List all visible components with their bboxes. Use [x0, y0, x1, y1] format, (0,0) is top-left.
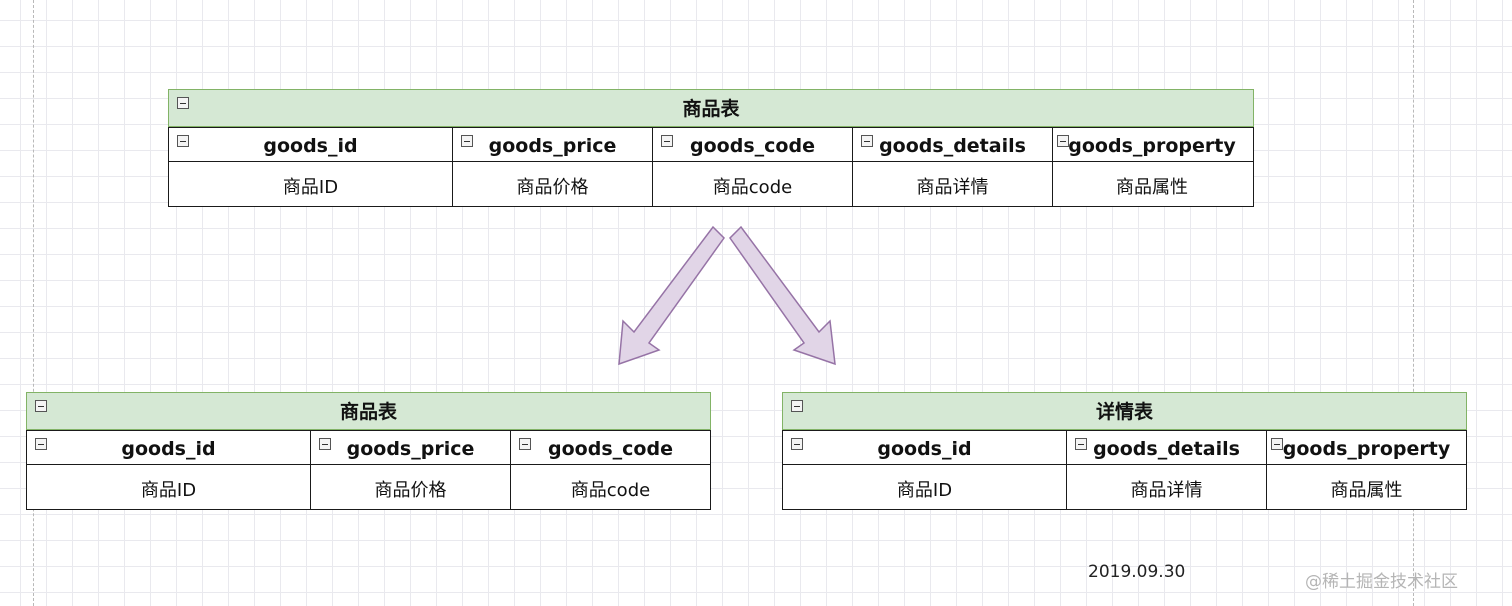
column-label: goods_property: [1068, 135, 1236, 157]
top-goods-table[interactable]: 商品表 goods_id goods_price goods_code good…: [168, 89, 1254, 207]
column-label: goods_code: [690, 135, 815, 157]
table-cell[interactable]: 商品code: [510, 465, 710, 509]
column-header-goods-id[interactable]: goods_id: [169, 128, 452, 161]
table-title: 详情表: [1095, 401, 1153, 423]
column-label: goods_details: [1093, 438, 1240, 460]
right-details-table[interactable]: 详情表 goods_id goods_details goods_propert…: [782, 392, 1467, 510]
collapse-minus-icon[interactable]: [319, 438, 331, 450]
collapse-minus-icon[interactable]: [1271, 438, 1283, 450]
column-header-goods-details[interactable]: goods_details: [852, 128, 1052, 161]
column-header-goods-code[interactable]: goods_code: [652, 128, 852, 161]
collapse-minus-icon[interactable]: [177, 135, 189, 147]
column-label: goods_id: [263, 135, 358, 157]
table-cell[interactable]: 商品价格: [310, 465, 510, 509]
collapse-minus-icon[interactable]: [519, 438, 531, 450]
column-header-goods-price[interactable]: goods_price: [452, 128, 652, 161]
table-cell[interactable]: 商品详情: [852, 162, 1052, 206]
column-label: goods_id: [877, 438, 972, 460]
collapse-minus-icon[interactable]: [791, 400, 803, 412]
table-row: 商品ID 商品价格 商品code 商品详情 商品属性: [169, 161, 1253, 206]
table-row: 商品ID 商品详情 商品属性: [783, 464, 1466, 509]
arrow-down-left[interactable]: [618, 225, 725, 366]
watermark: @稀土掘金技术社区: [1305, 572, 1458, 592]
column-header-row: goods_id goods_price goods_code goods_de…: [169, 127, 1253, 161]
column-header-goods-property[interactable]: goods_property: [1052, 128, 1251, 161]
column-header-goods-details[interactable]: goods_details: [1066, 431, 1266, 464]
table-cell[interactable]: 商品ID: [282, 177, 339, 198]
table-header[interactable]: 商品表: [168, 89, 1254, 127]
table-cell[interactable]: 商品ID: [896, 480, 953, 501]
table-row: 商品ID 商品价格 商品code: [27, 464, 710, 509]
table-cell[interactable]: 商品属性: [1052, 162, 1251, 206]
column-header-goods-id[interactable]: goods_id: [27, 431, 310, 464]
table-cell[interactable]: 商品ID: [140, 480, 197, 501]
column-header-goods-id[interactable]: goods_id: [783, 431, 1066, 464]
table-cell[interactable]: 商品详情: [1066, 465, 1266, 509]
collapse-minus-icon[interactable]: [461, 135, 473, 147]
collapse-minus-icon[interactable]: [1075, 438, 1087, 450]
collapse-minus-icon[interactable]: [35, 400, 47, 412]
column-label: goods_price: [346, 438, 475, 460]
table-title: 商品表: [339, 401, 397, 423]
collapse-minus-icon[interactable]: [35, 438, 47, 450]
table-header[interactable]: 商品表: [26, 392, 711, 430]
collapse-minus-icon[interactable]: [177, 97, 189, 109]
column-header-row: goods_id goods_price goods_code: [27, 430, 710, 464]
column-label: goods_price: [488, 135, 617, 157]
arrow-down-right[interactable]: [729, 225, 836, 366]
collapse-minus-icon[interactable]: [791, 438, 803, 450]
column-header-row: goods_id goods_details goods_property: [783, 430, 1466, 464]
collapse-minus-icon[interactable]: [1057, 135, 1069, 147]
table-cell[interactable]: 商品价格: [452, 162, 652, 206]
column-label: goods_details: [879, 135, 1026, 157]
column-header-goods-price[interactable]: goods_price: [310, 431, 510, 464]
table-title: 商品表: [682, 98, 740, 120]
column-label: goods_code: [548, 438, 673, 460]
date-label: 2019.09.30: [1088, 562, 1186, 582]
table-cell[interactable]: 商品code: [652, 162, 852, 206]
page-guide-left: [33, 0, 34, 606]
column-label: goods_id: [121, 438, 216, 460]
left-goods-table[interactable]: 商品表 goods_id goods_price goods_code 商品ID…: [26, 392, 711, 510]
column-label: goods_property: [1282, 438, 1451, 460]
table-cell[interactable]: 商品属性: [1266, 465, 1466, 509]
page-guide-right: [1413, 0, 1414, 606]
table-header[interactable]: 详情表: [782, 392, 1467, 430]
collapse-minus-icon[interactable]: [661, 135, 673, 147]
column-header-goods-code[interactable]: goods_code: [510, 431, 710, 464]
column-header-goods-property[interactable]: goods_property: [1266, 431, 1466, 464]
collapse-minus-icon[interactable]: [861, 135, 873, 147]
